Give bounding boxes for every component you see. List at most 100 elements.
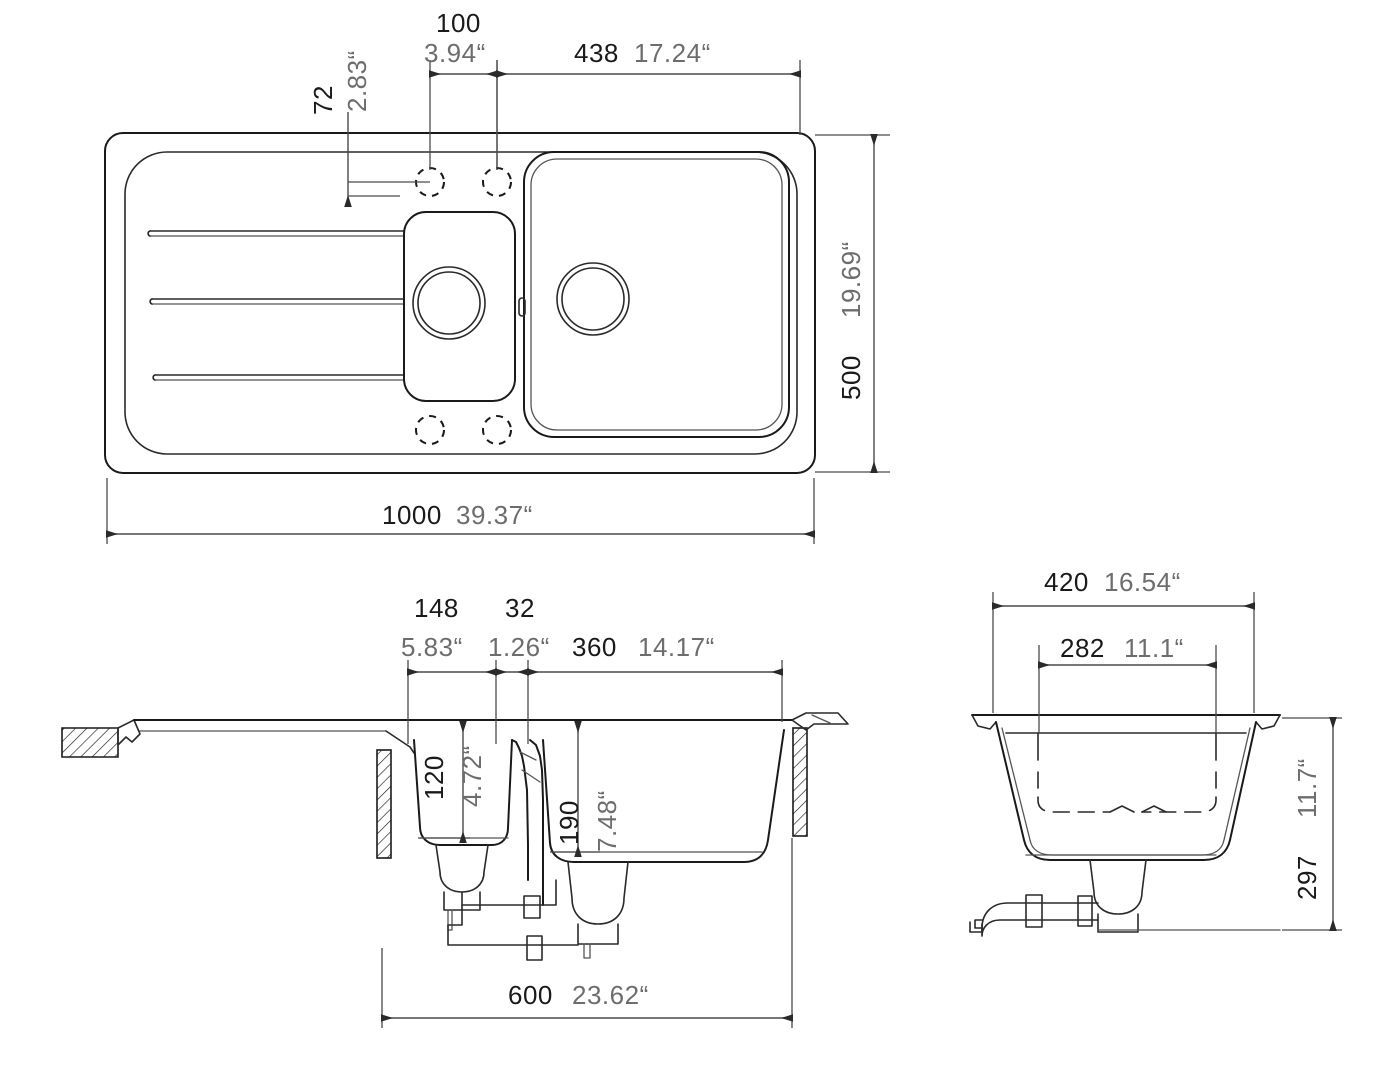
dim-120-imperial: 4.72“ [457,745,487,807]
pipe-elbow-end [974,919,983,929]
small-drain-inner-ring [417,271,481,335]
overflow-slot [518,297,526,317]
side-basin-dashed-profile [1037,771,1217,813]
main-bowl-inner-edge [530,158,783,431]
pipe-coupling-lower [526,935,543,961]
dim-282-metric: 282 [1060,633,1105,663]
dim-600-metric: 600 [508,980,553,1010]
dim-side-outer-width: 420 16.54“ [992,567,1255,713]
cabinet-side-right [792,727,808,837]
dim-500-imperial: 19.69“ [836,241,866,318]
main-drain-outer-ring [556,262,630,336]
small-bowl-drain [412,266,486,340]
dim-main-bowl-depth: 190 7.48“ [550,721,622,857]
pipe-elbow-corner [969,921,983,933]
dim-1000-metric: 1000 [382,500,442,530]
dim-438-imperial: 17.24“ [634,38,711,68]
top-view-group: 72 2.83“ 100 3.94“ 438 17.24“ 500 19.69“ [104,8,890,544]
dim-tap-hole-spacing: 100 3.94“ [424,8,498,170]
right-edge-detail [791,712,849,731]
right-edge-hatch-line [811,714,831,724]
dim-small-bowl-width: 148 5.83“ [401,593,497,744]
dim-1000-imperial: 39.37“ [456,500,533,530]
tap-hole-bottom-right [482,415,512,445]
edge-hatch-block [61,727,119,758]
groove-2-cap [149,298,153,305]
side-rim-left-lip [971,714,997,730]
sink-outer-rim [104,132,816,474]
dim-438-metric: 438 [574,38,619,68]
main-waste-body [567,861,629,925]
dim-360-metric: 360 [572,632,617,662]
dim-side-inner-width: 282 11.1“ [1038,633,1217,733]
dim-small-bowl-depth: 120 4.72“ [418,721,487,843]
bowl-divider-left [511,739,529,881]
side-waste-body [1089,859,1147,915]
groove-3-cap [152,374,156,381]
drainboard-edge-detail [61,719,141,758]
side-waste-pipe [969,894,1281,937]
bowl-divider-right [529,739,544,906]
pipe-coupling-b [1077,895,1093,927]
dim-100-imperial: 3.94“ [424,38,486,68]
divider-detail-a [519,751,537,761]
basin-dash-left [1037,771,1111,813]
dim-297-metric: 297 [1292,855,1322,900]
drainboard-slope [385,730,415,754]
basin-dash-right [1141,771,1217,813]
dim-72-metric: 72 [308,85,338,115]
pipe-elbow-upper [539,879,557,906]
dim-32-imperial: 1.26“ [488,632,550,662]
dim-120-metric: 120 [419,755,449,800]
cabinet-side-left [376,749,392,859]
main-bowl-drain [556,262,630,336]
dim-main-bowl-width: 360 14.17“ [527,632,783,722]
sink-inner-recess [124,151,798,455]
dim-360-imperial: 14.17“ [638,632,715,662]
groove-1-cap [147,230,151,237]
drainer-grooves [147,230,405,381]
basin-notch-right [1141,805,1167,813]
main-waste-pipe [583,943,591,959]
dim-bowl-width: 438 17.24“ [496,38,801,170]
small-bowl-section [413,739,513,846]
tap-hole-bottom-left [415,415,445,445]
small-waste-pipe [447,909,453,931]
dim-420-metric: 420 [1044,567,1089,597]
side-rim-right-lip [1255,714,1281,730]
side-waste-outlet [1097,913,1139,933]
pipe-run [981,919,1099,937]
dim-100-metric: 100 [436,8,481,38]
divider-detail-b [521,769,541,783]
pipe-coupling-a [1025,894,1043,928]
dim-overall-depth: 500 19.69“ [815,134,890,473]
main-bowl-outline [523,151,790,438]
main-bowl-section [542,729,785,863]
dim-32-metric: 32 [505,593,535,623]
dim-tap-hole-offset: 72 2.83“ [308,50,430,207]
waste-pipework [447,879,579,961]
side-waste-assembly [1025,854,1217,933]
pipe-riser-left [447,891,463,926]
main-drain-inner-ring [561,267,625,331]
right-edge-profile [791,712,849,731]
dim-overall-width: 1000 39.37“ [106,478,815,544]
dim-420-imperial: 16.54“ [1104,567,1181,597]
dim-190-metric: 190 [554,800,584,845]
dim-190-imperial: 7.48“ [592,790,622,852]
main-waste-outlet [577,923,619,945]
dim-cabinet-width: 600 23.62“ [381,838,793,1028]
front-section-view-group: 148 5.83“ 32 1.26“ 360 14.17“ 120 4.72“ [61,593,849,1028]
pipe-horizontal-lower [447,924,541,946]
side-bowl-outer [995,721,1257,861]
dim-600-imperial: 23.62“ [572,980,649,1010]
dim-divider-width: 32 1.26“ [488,593,550,744]
dim-282-imperial: 11.1“ [1124,633,1184,663]
dim-148-imperial: 5.83“ [401,632,463,662]
basin-notch-left [1109,805,1135,813]
dim-72-imperial: 2.83“ [342,50,372,112]
dim-500-metric: 500 [836,355,866,400]
